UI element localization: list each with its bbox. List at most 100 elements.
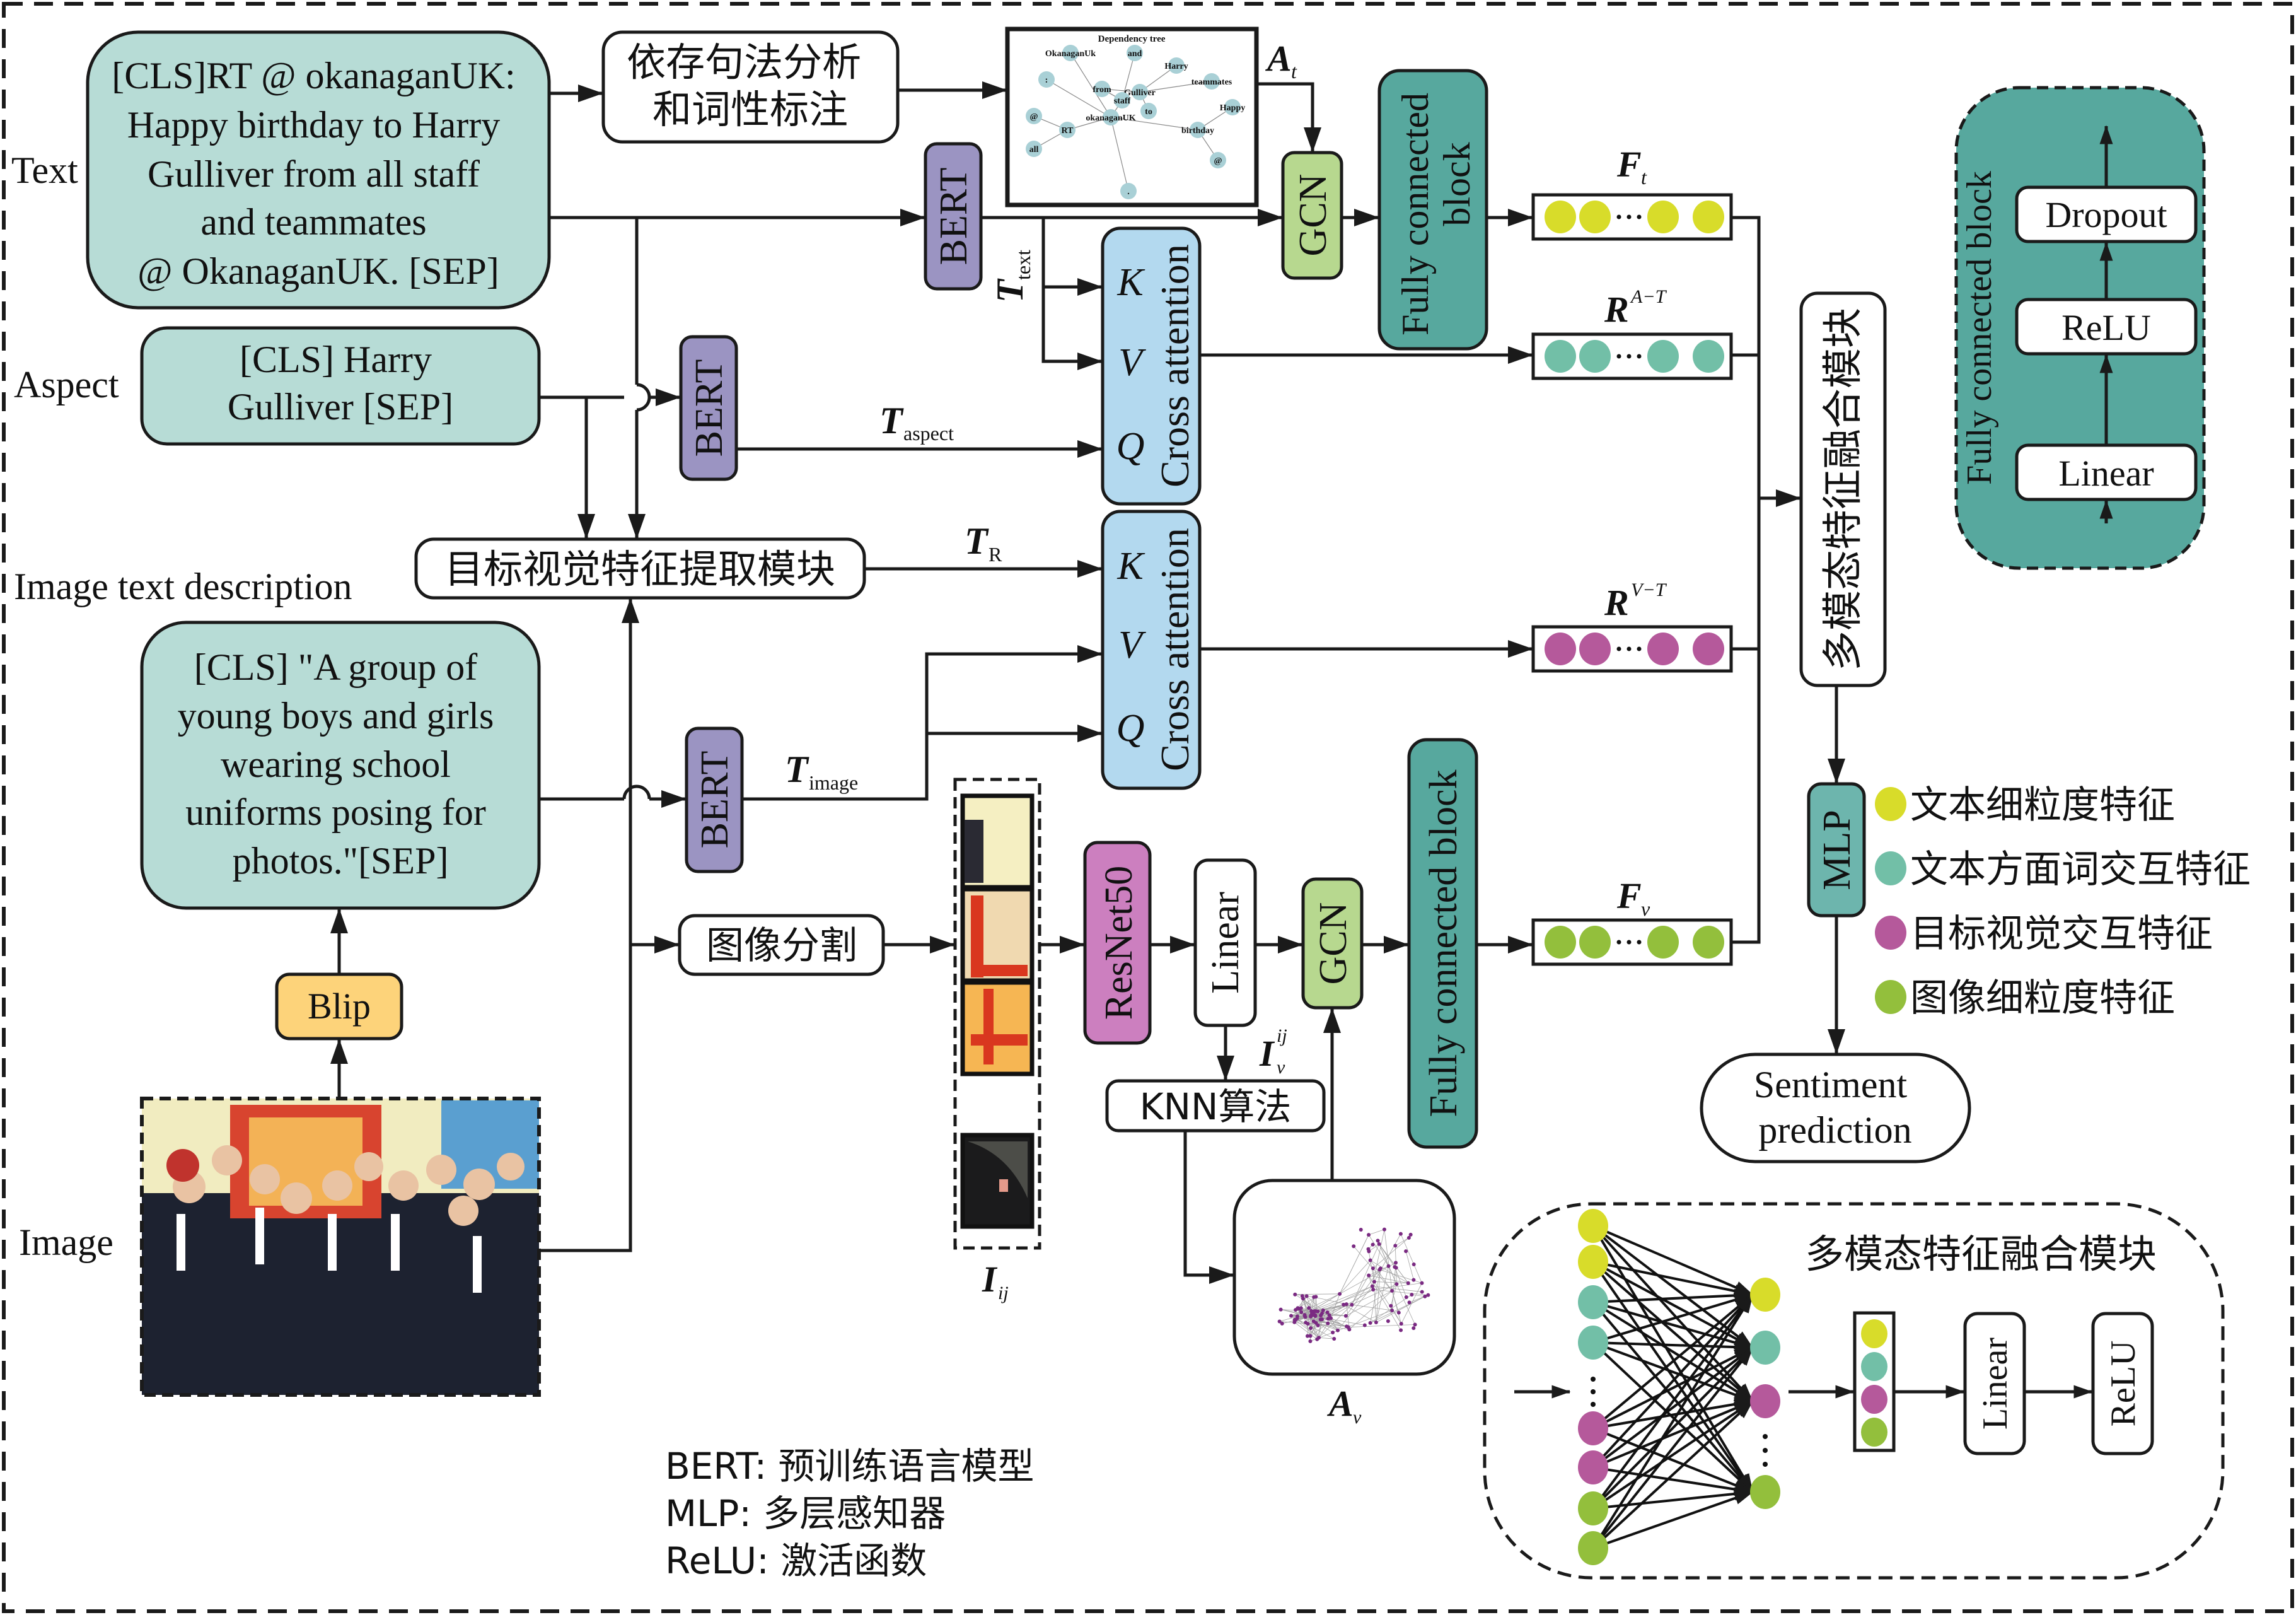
svg-text:image: image	[809, 771, 858, 794]
graph-node	[1309, 1314, 1313, 1319]
dependency-parsing-line: 依存句法分析	[627, 39, 861, 85]
svg-text:Fully connected block: Fully connected block	[1422, 770, 1465, 1117]
graph-node	[1326, 1317, 1330, 1321]
cross-attention-visual-text: Cross attention K V Q	[1101, 510, 1202, 790]
tree-node: and	[1127, 45, 1143, 61]
graph-node	[1277, 1319, 1282, 1324]
caption-line: wearing school	[221, 743, 451, 785]
tree-node: @	[1026, 108, 1042, 124]
svg-text:OkanaganUk: OkanaganUk	[1045, 49, 1096, 59]
svg-text:Fully connected block: Fully connected block	[1394, 83, 1478, 335]
dependency-tree-title: Dependency tree	[1098, 34, 1166, 44]
graph-node	[1314, 1321, 1318, 1325]
svg-text:Cross attention: Cross attention	[1152, 528, 1197, 771]
gcn-text: GCN	[1281, 151, 1343, 280]
svg-text:Q: Q	[1116, 425, 1145, 468]
tree-node: .	[1120, 183, 1137, 199]
caption-line: photos."[SEP]	[233, 840, 449, 882]
graph-node	[1374, 1321, 1378, 1325]
svg-text:F: F	[1616, 875, 1642, 916]
feature-dot	[1693, 633, 1724, 665]
tree-node: okanaganUK	[1086, 109, 1136, 125]
glossary-line: BERT: 预训练语言模型	[665, 1445, 1035, 1488]
graph-node	[1393, 1261, 1398, 1265]
svg-text:ij: ij	[1277, 1025, 1287, 1046]
svg-text:v: v	[1353, 1407, 1362, 1428]
feature-dot	[1579, 340, 1611, 373]
fused-feature-dot	[1861, 1418, 1887, 1447]
svg-text:R: R	[1604, 582, 1629, 623]
graph-node	[1376, 1239, 1380, 1243]
fused-feature-dot	[1861, 1319, 1887, 1348]
graph-node	[1410, 1292, 1414, 1297]
tree-node: Harry	[1164, 57, 1188, 74]
graph-node	[1394, 1282, 1399, 1286]
graph-node	[1308, 1334, 1313, 1338]
graph-node	[1309, 1326, 1313, 1331]
caption-line: young boys and girls	[178, 695, 494, 737]
feature-dot	[1545, 633, 1576, 665]
output-neuron	[1750, 1278, 1780, 1312]
graph-node	[1352, 1244, 1356, 1249]
text-line: [CLS]RT @ okanaganUK:	[112, 55, 515, 96]
graph-node	[1280, 1321, 1284, 1326]
svg-text:@: @	[1029, 112, 1038, 122]
svg-text:MLP: MLP	[1816, 810, 1858, 890]
svg-text:GCN: GCN	[1312, 902, 1355, 985]
connectors	[330, 81, 1845, 1284]
sentiment-line: prediction	[1758, 1109, 1911, 1151]
graph-node	[1338, 1291, 1342, 1296]
graph-node	[1305, 1334, 1309, 1338]
symbol-R-AT: R A−T	[1604, 286, 1667, 330]
svg-text:[CLS] Harry Gulliver [SE: [CLS] Harry Gulliver [SEP]	[228, 339, 453, 428]
svg-text:R: R	[989, 543, 1002, 566]
symbol-T-text: T text	[989, 250, 1035, 303]
fc-detail-dropout: Dropout	[2045, 194, 2167, 235]
fc-block-line: Fully connected	[1394, 93, 1436, 335]
legend-label: 图像细粒度特征	[1910, 976, 2175, 1020]
graph-node	[1304, 1294, 1309, 1298]
graph-node	[1377, 1242, 1381, 1246]
svg-text:A: A	[1327, 1383, 1354, 1424]
svg-text:v: v	[1277, 1057, 1285, 1078]
svg-text:Q: Q	[1116, 707, 1145, 750]
visual-interaction-feature-bar	[1531, 625, 1733, 673]
input-neuron	[1578, 1285, 1608, 1319]
svg-text:RT: RT	[1062, 126, 1074, 136]
graph-node	[1412, 1326, 1416, 1331]
dependency-parsing-line: 和词性标注	[652, 86, 848, 132]
graph-node	[1289, 1314, 1294, 1318]
resnet50-box: ResNet50	[1083, 841, 1152, 1045]
graph-node	[1306, 1322, 1310, 1326]
aspect-input-label: Aspect	[14, 364, 119, 405]
input-neuron	[1578, 1491, 1608, 1525]
graph-node	[1314, 1309, 1318, 1314]
feature-dot	[1647, 926, 1679, 959]
symbol-T-R: T R	[965, 520, 1002, 566]
text-fine-grained-feature-bar	[1531, 193, 1733, 241]
tree-node: from	[1093, 81, 1111, 97]
svg-text:okanaganUK: okanaganUK	[1086, 114, 1135, 123]
svg-text:birthday: birthday	[1181, 126, 1214, 136]
fc-block-line: block	[1436, 142, 1478, 226]
input-neuron	[1578, 1531, 1608, 1565]
image-patches-strip	[953, 778, 1041, 1250]
svg-text:BERT: BERT	[932, 168, 975, 265]
svg-text:text: text	[1012, 250, 1035, 280]
bert-caption: BERT	[685, 726, 744, 873]
svg-text:aspect: aspect	[903, 422, 954, 445]
svg-text:I: I	[982, 1259, 998, 1300]
symbol-At: A t	[1265, 38, 1297, 83]
tree-node: to	[1140, 103, 1157, 119]
svg-text:[CLS]RT @ okanaganUK: Ha: [CLS]RT @ okanaganUK: Happy birthday to …	[112, 55, 525, 292]
graph-node	[1368, 1258, 1372, 1262]
svg-text:Gulliver: Gulliver	[1124, 88, 1156, 98]
caption-input-label: Image text description	[14, 566, 352, 607]
svg-text:多模态特征融合模块: 多模态特征融合模块	[1820, 308, 1867, 671]
fusion-detail-relu: ReLU	[2104, 1341, 2143, 1427]
fusion-module-detail: 多模态特征融合模块 Linear ReLU	[1483, 1202, 2225, 1580]
input-neuron	[1578, 1245, 1608, 1279]
svg-text:GCN: GCN	[1292, 174, 1335, 257]
